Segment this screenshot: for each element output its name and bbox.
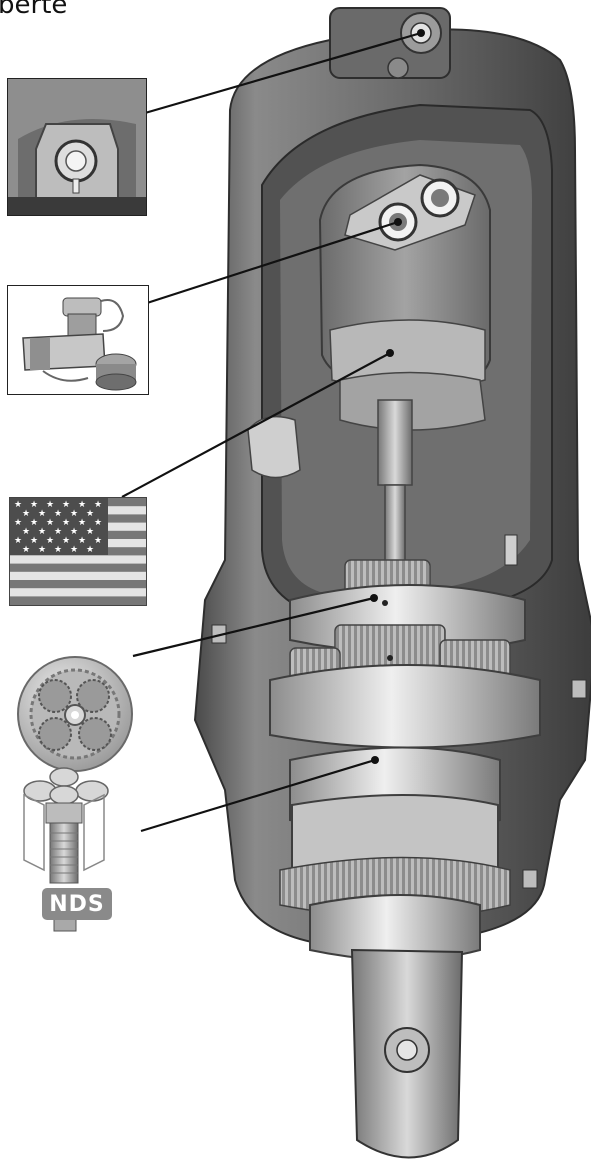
callout-leader-lines	[121, 31, 422, 833]
leader-line-1	[144, 31, 422, 115]
svg-text:★: ★	[70, 527, 78, 537]
svg-text:★: ★	[22, 527, 30, 537]
square-output-drive	[350, 948, 464, 1159]
connector-close-up-photo-icon	[7, 78, 147, 216]
motor-body	[318, 163, 491, 431]
svg-text:★: ★	[86, 545, 94, 555]
svg-text:★: ★	[22, 545, 30, 555]
flag-svg: ★★★★★★ ★★★★★ ★★★★★★ ★★★★★ ★★★★★★ ★★★★★	[10, 498, 146, 605]
svg-text:★: ★	[78, 518, 86, 528]
svg-text:★: ★	[62, 518, 70, 528]
figure-heading: berte	[0, 0, 68, 20]
us-flag-icon: ★★★★★★ ★★★★★ ★★★★★★ ★★★★★ ★★★★★★ ★★★★★	[9, 497, 147, 606]
svg-text:★: ★	[14, 536, 22, 546]
leader-line-4	[132, 596, 375, 658]
svg-text:★: ★	[62, 500, 70, 510]
leader-line-3	[121, 352, 391, 498]
svg-text:★: ★	[70, 509, 78, 519]
svg-text:★: ★	[54, 509, 62, 519]
drive-shaft	[247, 399, 413, 566]
svg-text:★: ★	[86, 527, 94, 537]
nds-bearing-assembly-icon: NDS	[4, 765, 144, 935]
planetary-gear-icon	[17, 656, 133, 772]
svg-text:★: ★	[38, 527, 46, 537]
svg-text:★: ★	[94, 536, 102, 546]
svg-text:★: ★	[78, 500, 86, 510]
svg-text:★: ★	[46, 536, 54, 546]
svg-text:★: ★	[54, 545, 62, 555]
svg-text:★: ★	[94, 518, 102, 528]
svg-text:★: ★	[94, 500, 102, 510]
svg-text:★: ★	[14, 500, 22, 510]
svg-text:★: ★	[30, 500, 38, 510]
nds-badge: NDS	[42, 888, 112, 920]
leader-line-endpoints	[370, 29, 425, 764]
svg-text:★: ★	[70, 545, 78, 555]
hydraulic-quick-coupler-icon	[7, 285, 149, 395]
svg-text:★: ★	[30, 518, 38, 528]
svg-text:★: ★	[46, 500, 54, 510]
svg-text:★: ★	[62, 536, 70, 546]
nds-badge-label: NDS	[49, 891, 105, 917]
svg-text:★: ★	[78, 536, 86, 546]
svg-text:★: ★	[22, 509, 30, 519]
svg-text:★: ★	[46, 518, 54, 528]
leader-line-2	[146, 220, 399, 305]
output-bearing-assembly	[279, 746, 538, 961]
svg-text:★: ★	[30, 536, 38, 546]
svg-text:★: ★	[14, 518, 22, 528]
svg-text:★: ★	[38, 509, 46, 519]
planetary-gear-stages	[211, 534, 587, 749]
svg-text:★: ★	[38, 545, 46, 555]
svg-text:★: ★	[54, 527, 62, 537]
svg-text:★: ★	[86, 509, 94, 519]
leader-line-5	[140, 758, 376, 833]
